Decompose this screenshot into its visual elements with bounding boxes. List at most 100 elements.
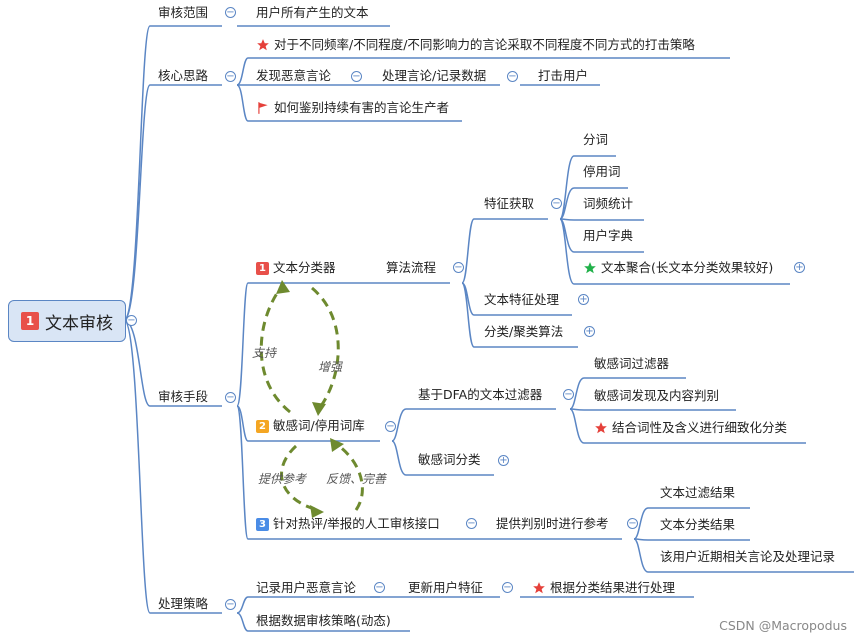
record-collapse-toggle[interactable]: − xyxy=(374,582,385,593)
classifier-label: 文本分类器 xyxy=(273,260,336,275)
strategy-record[interactable]: 记录用户恶意言论 xyxy=(256,580,356,596)
lexicon-collapse-toggle[interactable]: − xyxy=(385,421,396,432)
aggregate-expand-toggle[interactable]: + xyxy=(794,262,805,273)
feature-tokenize[interactable]: 分词 xyxy=(583,132,608,148)
reference-node[interactable]: 提供判别时进行参考 xyxy=(496,516,609,532)
idea-process-label: 处理言论/记录数据 xyxy=(382,68,487,83)
branch-scope-label: 审核范围 xyxy=(158,5,209,20)
idea-punish-label: 打击用户 xyxy=(538,68,589,83)
idea-discover-label: 发现恶意言论 xyxy=(256,68,332,83)
idea-process-node[interactable]: 处理言论/记录数据 xyxy=(382,68,486,84)
ref-user-history-label: 该用户近期相关言论及处理记录 xyxy=(660,549,836,564)
annotation-reference: 提供参考 xyxy=(258,472,307,486)
manual-node[interactable]: 3 针对热评/举报的人工审核接口 xyxy=(256,516,440,532)
cluster-label: 分类/聚类算法 xyxy=(484,324,564,339)
strategy-dynamic[interactable]: 根据数据审核策略(动态) xyxy=(256,613,391,629)
idea-discover-node[interactable]: 发现恶意言论 xyxy=(256,68,331,84)
dfa-filter[interactable]: 敏感词过滤器 xyxy=(594,356,669,372)
idea-collapse-toggle[interactable]: − xyxy=(225,71,236,82)
reference-collapse-toggle[interactable]: − xyxy=(627,518,638,529)
process-collapse-toggle[interactable]: − xyxy=(507,71,518,82)
feature-tokenize-label: 分词 xyxy=(583,132,609,147)
strategy-collapse-toggle[interactable]: − xyxy=(225,599,236,610)
scope-child[interactable]: 用户所有产生的文本 xyxy=(256,5,369,21)
branch-means[interactable]: 审核手段 xyxy=(158,389,208,405)
feature-stopwords-label: 停用词 xyxy=(583,164,621,179)
ref-user-history[interactable]: 该用户近期相关言论及处理记录 xyxy=(660,549,835,565)
strategy-handle[interactable]: 根据分类结果进行处理 xyxy=(532,580,675,596)
textfeature-node[interactable]: 文本特征处理 xyxy=(484,292,559,308)
classifier-node[interactable]: 1 文本分类器 xyxy=(256,260,336,276)
cluster-expand-toggle[interactable]: + xyxy=(584,326,595,337)
ref-filter-result-label: 文本过滤结果 xyxy=(660,485,736,500)
algo-flow-label: 算法流程 xyxy=(386,260,437,275)
red-star-icon xyxy=(595,422,607,434)
update-collapse-toggle[interactable]: − xyxy=(502,582,513,593)
lexicon-label: 敏感词/停用词库 xyxy=(273,418,365,433)
lexicon-node[interactable]: 2 敏感词/停用词库 xyxy=(256,418,365,434)
annotation-enhance: 增强 xyxy=(318,360,343,374)
textfeature-label: 文本特征处理 xyxy=(484,292,560,307)
cluster-node[interactable]: 分类/聚类算法 xyxy=(484,324,563,340)
idea-punish-node[interactable]: 打击用户 xyxy=(538,68,588,84)
dfa-label: 基于DFA的文本过滤器 xyxy=(418,387,543,402)
ref-class-result[interactable]: 文本分类结果 xyxy=(660,517,735,533)
root-collapse-toggle[interactable]: − xyxy=(126,315,137,326)
feature-aggregate[interactable]: 文本聚合(长文本分类效果较好) xyxy=(583,260,773,276)
lexicon-classify-label: 敏感词分类 xyxy=(418,452,481,467)
ref-class-result-label: 文本分类结果 xyxy=(660,517,736,532)
feature-userdict[interactable]: 用户字典 xyxy=(583,228,633,244)
feature-label: 特征获取 xyxy=(484,196,535,211)
red-star-icon xyxy=(533,582,545,594)
dfa-detect-label: 敏感词发现及内容判别 xyxy=(594,388,720,403)
branch-means-label: 审核手段 xyxy=(158,389,209,404)
idea-strategy-node[interactable]: 对于不同频率/不同程度/不同影响力的言论采取不同程度不同方式的打击策略 xyxy=(256,37,695,53)
idea-identify-node[interactable]: 如何鉴别持续有害的言论生产者 xyxy=(256,100,449,116)
manual-label: 针对热评/举报的人工审核接口 xyxy=(273,516,440,531)
green-star-icon xyxy=(584,262,596,274)
idea-identify-label: 如何鉴别持续有害的言论生产者 xyxy=(274,100,450,115)
strategy-update[interactable]: 更新用户特征 xyxy=(408,580,483,596)
annotation-feedback: 反馈、完善 xyxy=(326,472,387,486)
red-flag-icon xyxy=(258,102,268,114)
ref-filter-result[interactable]: 文本过滤结果 xyxy=(660,485,735,501)
feature-userdict-label: 用户字典 xyxy=(583,228,634,243)
means-collapse-toggle[interactable]: − xyxy=(225,392,236,403)
algo-flow-node[interactable]: 算法流程 xyxy=(386,260,436,276)
branch-strategy-label: 处理策略 xyxy=(158,596,209,611)
strategy-dynamic-label: 根据数据审核策略(动态) xyxy=(256,613,391,628)
branch-strategy[interactable]: 处理策略 xyxy=(158,596,208,612)
dfa-filter-label: 敏感词过滤器 xyxy=(594,356,670,371)
branch-scope[interactable]: 审核范围 xyxy=(158,5,208,21)
feature-stopwords[interactable]: 停用词 xyxy=(583,164,621,180)
manual-collapse-toggle[interactable]: − xyxy=(466,518,477,529)
algo-collapse-toggle[interactable]: − xyxy=(453,262,464,273)
lexicon-classify-expand-toggle[interactable]: + xyxy=(498,455,509,466)
feature-collapse-toggle[interactable]: − xyxy=(551,198,562,209)
lexicon-classify-node[interactable]: 敏感词分类 xyxy=(418,452,481,468)
textfeature-expand-toggle[interactable]: + xyxy=(578,294,589,305)
branch-idea-label: 核心思路 xyxy=(158,68,209,83)
classifier-number-badge: 1 xyxy=(256,261,269,275)
red-star-icon xyxy=(257,39,269,51)
root-number-badge: 1 xyxy=(21,312,39,330)
strategy-update-label: 更新用户特征 xyxy=(408,580,484,595)
annotation-support: 支持 xyxy=(252,346,277,360)
dfa-node[interactable]: 基于DFA的文本过滤器 xyxy=(418,387,542,403)
dfa-classify[interactable]: 结合词性及含义进行细致化分类 xyxy=(594,420,787,436)
root-node[interactable]: 1 文本审核 xyxy=(8,300,126,342)
feature-termfreq[interactable]: 词频统计 xyxy=(583,196,633,212)
idea-strategy-label: 对于不同频率/不同程度/不同影响力的言论采取不同程度不同方式的打击策略 xyxy=(274,37,695,52)
scope-collapse-toggle[interactable]: − xyxy=(225,7,236,18)
reference-label: 提供判别时进行参考 xyxy=(496,516,609,531)
dfa-collapse-toggle[interactable]: − xyxy=(563,389,574,400)
root-label: 文本审核 xyxy=(45,313,113,334)
strategy-handle-label: 根据分类结果进行处理 xyxy=(550,580,676,595)
watermark: CSDN @Macropodus xyxy=(719,618,847,633)
dfa-detect[interactable]: 敏感词发现及内容判别 xyxy=(594,388,719,404)
scope-child-label: 用户所有产生的文本 xyxy=(256,5,369,20)
feature-node[interactable]: 特征获取 xyxy=(484,196,534,212)
branch-idea[interactable]: 核心思路 xyxy=(158,68,208,84)
discover-collapse-toggle[interactable]: − xyxy=(351,71,362,82)
